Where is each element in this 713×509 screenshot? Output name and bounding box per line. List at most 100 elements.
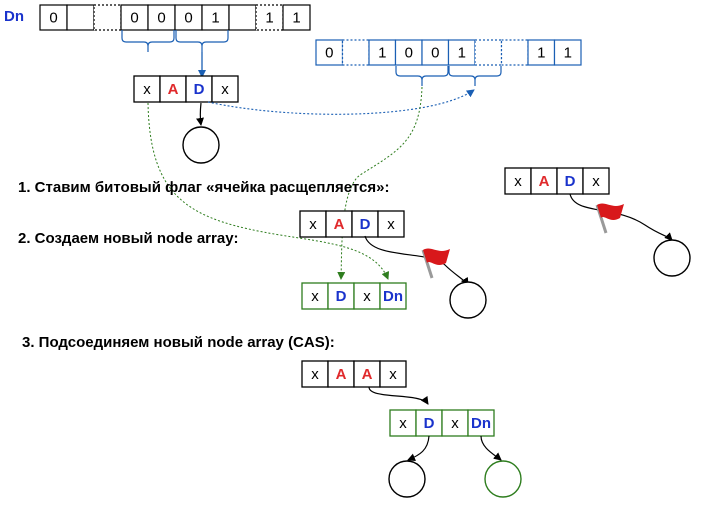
node2-cell-text: D: [565, 173, 576, 190]
second-bit-cell: [341, 39, 370, 66]
child-node-circle-1: [182, 126, 220, 164]
arrow-node3-to-circle: [364, 235, 469, 286]
top-bit-bit-text: 1: [292, 10, 300, 27]
node4-cell: x: [301, 282, 329, 310]
node5-cell: A: [353, 360, 381, 388]
node5-cell: x: [301, 360, 329, 388]
second-bit-bit-text: 1: [537, 45, 545, 62]
arrow-dn-to-circle: [480, 435, 502, 461]
node3-cell-text: x: [387, 216, 395, 233]
top-bit-cell: 1: [201, 4, 230, 31]
node2-cell: x: [504, 167, 532, 195]
top-bit-bit-text: 1: [265, 10, 273, 27]
arrow-node1-to-circle: [196, 102, 204, 126]
node1-cell-text: D: [194, 81, 205, 98]
node3-cell-text: D: [360, 216, 371, 233]
node4-cell: Dn: [379, 282, 407, 310]
second-bit-cell: 1: [527, 39, 556, 66]
top-bit-cell: 1: [255, 4, 284, 31]
child-node-circle-4: [388, 460, 426, 498]
child-node-circle-3: [449, 281, 487, 319]
second-bit-cell: 1: [368, 39, 397, 66]
node1-cell-text: x: [221, 81, 229, 98]
node3-cell: D: [351, 210, 379, 238]
split-flag-icon-1: [595, 203, 624, 234]
top-bit-cell: 0: [147, 4, 176, 31]
arrow-node5-to-new-array: [368, 386, 429, 405]
top-bit-bit-text: 0: [184, 10, 192, 27]
node5-cell-text: A: [336, 366, 347, 383]
split-flag-icon-2: [421, 248, 450, 279]
node6-cell-text: x: [399, 415, 407, 432]
node1-cell: x: [133, 75, 161, 103]
top-bit-bit-text: 0: [130, 10, 138, 27]
second-bit-bit-text: 1: [564, 45, 572, 62]
second-bit-cell: [474, 39, 503, 66]
node5-cell: A: [327, 360, 355, 388]
node2-cell-text: A: [539, 173, 550, 190]
second-bit-bit-text: 0: [405, 45, 413, 62]
node3-cell: A: [325, 210, 353, 238]
brace-top-right: [175, 30, 229, 52]
node5-cell-text: x: [389, 366, 397, 383]
node2-cell-text: x: [592, 173, 600, 190]
node4-cell-text: x: [311, 288, 319, 305]
node4-cell-text: x: [363, 288, 371, 305]
node4-cell-text: D: [336, 288, 347, 305]
node4-cell-text: Dn: [383, 288, 403, 305]
node2-cell: A: [530, 167, 558, 195]
child-node-circle-2: [653, 239, 691, 277]
top-bit-cell: [228, 4, 257, 31]
brace-top-left: [121, 30, 175, 52]
node6-cell: x: [389, 409, 417, 437]
node2-cell: x: [582, 167, 610, 195]
second-bit-cell: [500, 39, 529, 66]
step-2-label: 2. Создаем новый node array:: [18, 230, 239, 247]
second-bit-cell: 0: [421, 39, 450, 66]
second-bit-bit-text: 1: [378, 45, 386, 62]
green-dotted-path-2: [337, 86, 423, 280]
top-bit-bit-text: 1: [211, 10, 219, 27]
brace-second-right: [448, 66, 502, 86]
arrow-d-to-circle: [407, 435, 430, 461]
node5-cell-text: x: [311, 366, 319, 383]
second-bit-bit-text: 0: [325, 45, 333, 62]
child-node-circle-5-new: [484, 460, 522, 498]
node3-cell: x: [299, 210, 327, 238]
step-3-label: 3. Подсоединяем новый node array (CAS):: [22, 334, 335, 351]
node3-cell-text: x: [309, 216, 317, 233]
node6-cell: x: [441, 409, 469, 437]
node1-cell: A: [159, 75, 187, 103]
top-bit-cell: [93, 4, 122, 31]
second-bit-bit-text: 1: [458, 45, 466, 62]
node2-cell-text: x: [514, 173, 522, 190]
node6-cell: D: [415, 409, 443, 437]
dn-label: Dn: [4, 8, 24, 25]
top-bit-cell: [66, 4, 95, 31]
top-bit-cell: 0: [174, 4, 203, 31]
step-1-label: 1. Ставим битовый флаг «ячейка расщепляе…: [18, 179, 390, 196]
node1-cell: x: [211, 75, 239, 103]
node6-cell-text: x: [451, 415, 459, 432]
node6-cell-text: D: [424, 415, 435, 432]
arrow-node2-to-circle: [569, 193, 673, 241]
top-bit-cell: 0: [120, 4, 149, 31]
top-bit-bit-text: 0: [157, 10, 165, 27]
node4-cell: x: [353, 282, 381, 310]
green-dotted-path-1: [147, 102, 390, 280]
node1-cell-text: A: [168, 81, 179, 98]
second-bit-cell: 0: [394, 39, 423, 66]
second-bit-cell: 0: [315, 39, 344, 66]
brace-second-left: [395, 66, 449, 86]
second-bit-cell: 1: [447, 39, 476, 66]
node5-cell-text: A: [362, 366, 373, 383]
node1-cell-text: x: [143, 81, 151, 98]
